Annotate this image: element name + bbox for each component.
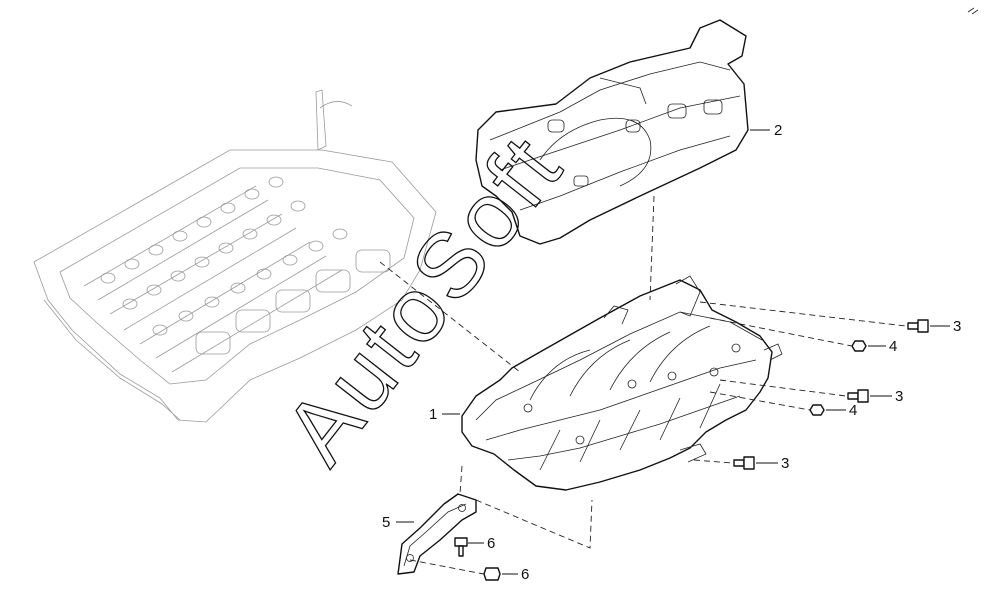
callout-label-bracket-bolt-upper: 6 <box>487 535 495 552</box>
callout-label-support-bracket: 5 <box>382 514 390 531</box>
callout-label-bolt-middle: 3 <box>895 388 903 405</box>
support-bracket-drawing <box>397 493 477 575</box>
fastener-drawings <box>454 319 929 581</box>
callout-label-engine-cover: 2 <box>774 122 782 139</box>
leader-lines <box>396 129 950 575</box>
cylinder-head-drawing <box>33 89 437 423</box>
callout-label-intake-manifold: 1 <box>429 406 437 423</box>
callout-labels: 2 1 3 4 3 4 3 5 6 6 <box>382 122 961 583</box>
callout-label-nut-lower: 4 <box>849 402 857 419</box>
callout-label-nut-upper: 4 <box>889 338 897 355</box>
callout-label-bolt-lower: 3 <box>781 455 789 472</box>
callout-label-bolt-upper: 3 <box>953 318 961 335</box>
callout-label-bracket-bolt-lower: 6 <box>521 566 529 583</box>
intake-manifold-drawing <box>461 275 783 491</box>
engine-cover-drawing <box>475 19 749 245</box>
corner-mark-icon <box>967 7 979 15</box>
assembly-lines <box>379 195 907 575</box>
